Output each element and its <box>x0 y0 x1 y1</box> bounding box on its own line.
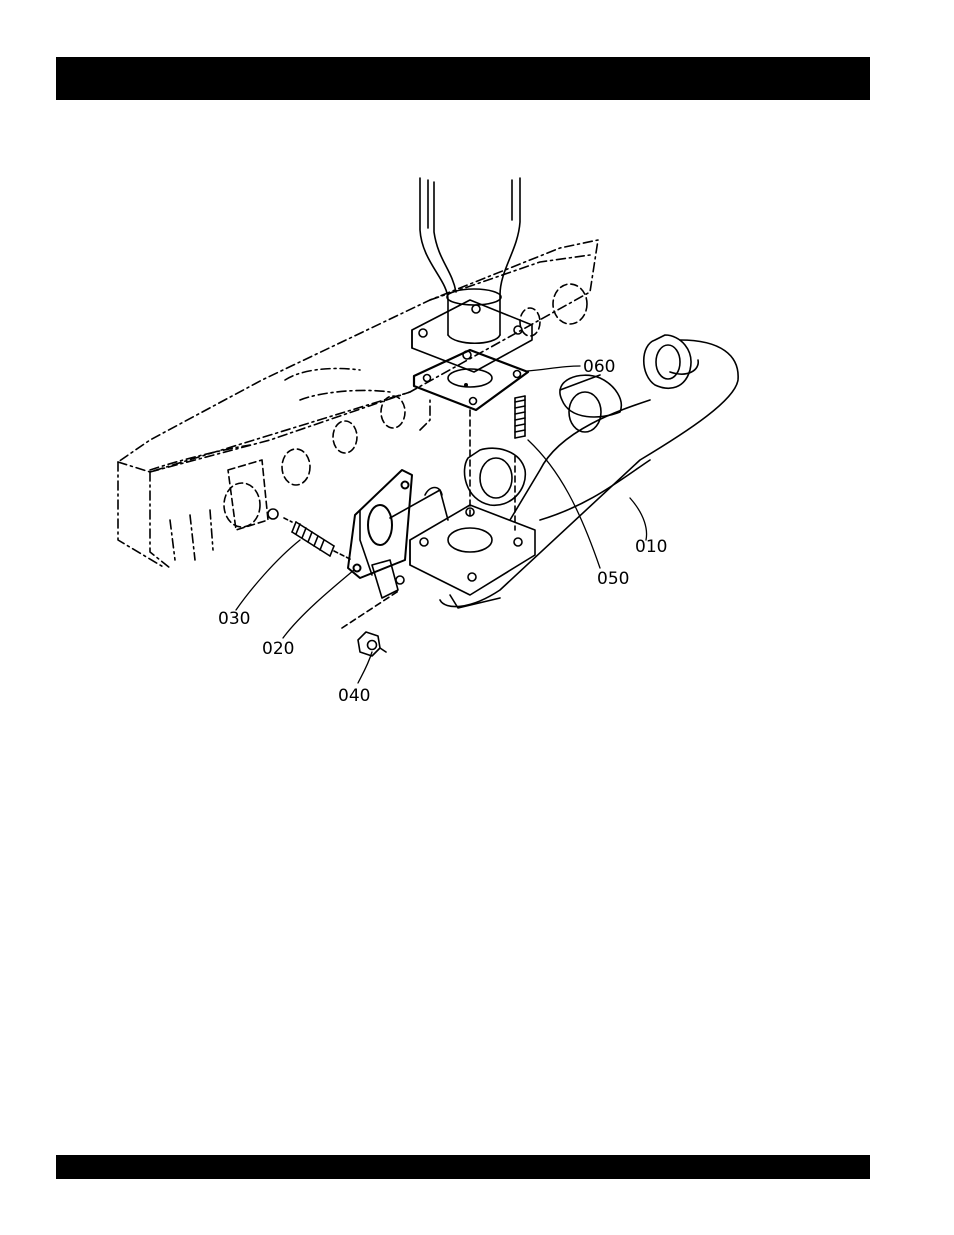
callout-040: 040 <box>338 686 370 706</box>
nut-040 <box>342 590 400 656</box>
callout-020: 020 <box>262 639 294 659</box>
leader-lines <box>236 366 647 683</box>
footer-bar <box>56 1155 870 1179</box>
callout-050: 050 <box>597 569 629 589</box>
stud-030 <box>284 518 352 560</box>
cylinder-head-block <box>118 240 598 568</box>
callout-labels: 060 010 050 030 020 040 <box>218 357 667 706</box>
gasket-020 <box>348 470 412 578</box>
head-stud-hole <box>268 509 278 519</box>
exhaust-manifold-diagram: 060 010 050 030 020 040 <box>0 0 954 760</box>
callout-010: 010 <box>635 537 667 557</box>
head-ports <box>224 284 587 530</box>
callout-060: 060 <box>583 357 615 377</box>
upper-flange <box>412 300 532 372</box>
callout-030: 030 <box>218 609 250 629</box>
exhaust-manifold-010 <box>360 335 738 608</box>
